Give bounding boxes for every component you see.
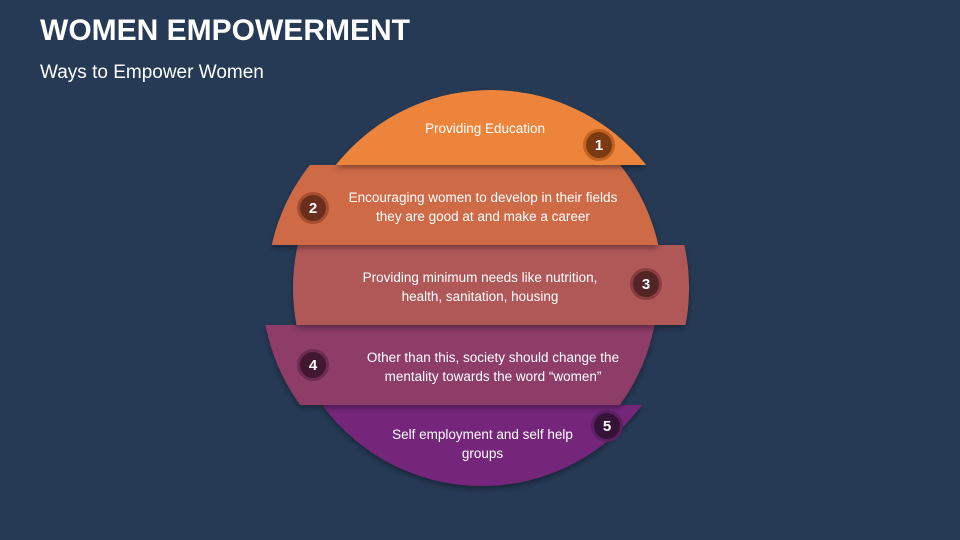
page-subtitle: Ways to Empower Women <box>40 62 264 83</box>
step-3-badge: 3 <box>630 268 662 300</box>
step-4-text: Other than this, society should change t… <box>366 350 620 384</box>
step-4-badge: 4 <box>297 349 329 381</box>
page-title: WOMEN EMPOWERMENT <box>40 14 410 47</box>
step-5-text: Self employment and self help groups <box>392 427 573 461</box>
step-3-text: Providing minimum needs like nutrition, … <box>362 270 598 304</box>
step-2-text: Encouraging women to develop in their fi… <box>348 190 618 224</box>
segment-1 <box>335 90 647 165</box>
segment-4 <box>265 325 655 405</box>
step-1-badge: 1 <box>583 129 615 161</box>
step-1-text: Providing Education <box>424 121 546 136</box>
segment-5 <box>322 405 642 486</box>
segment-2 <box>271 165 659 245</box>
step-5-badge: 5 <box>591 410 623 442</box>
step-2-badge: 2 <box>297 192 329 224</box>
segment-3 <box>293 245 689 325</box>
